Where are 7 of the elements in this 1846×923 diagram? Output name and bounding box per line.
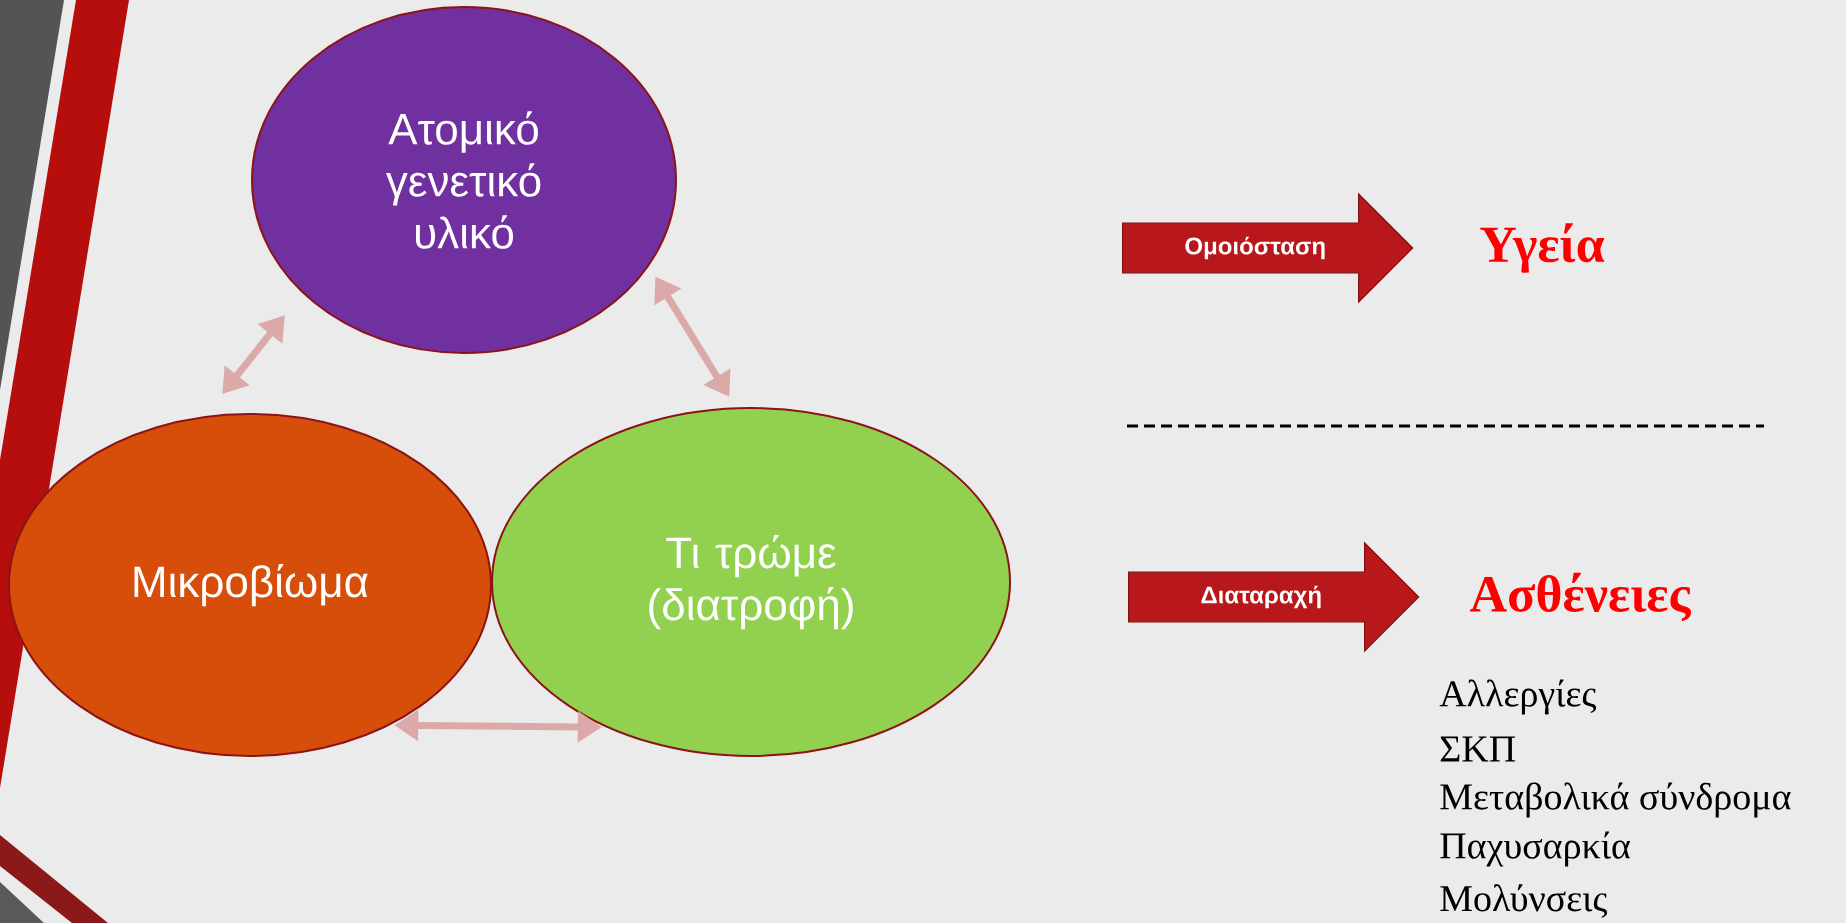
list-item: Παχυσαρκία [1440,831,1631,867]
heading-text: Ασθένειες [1470,572,1691,622]
heading-text: Υγεία [1480,223,1605,273]
list-item: ΣΚΠ [1440,736,1516,762]
list-item: Μεταβολικά σύνδρομα [1440,782,1791,818]
list-item: Αλλεργίες [1439,679,1597,715]
list-item: Μολύνσεις [1440,884,1608,918]
